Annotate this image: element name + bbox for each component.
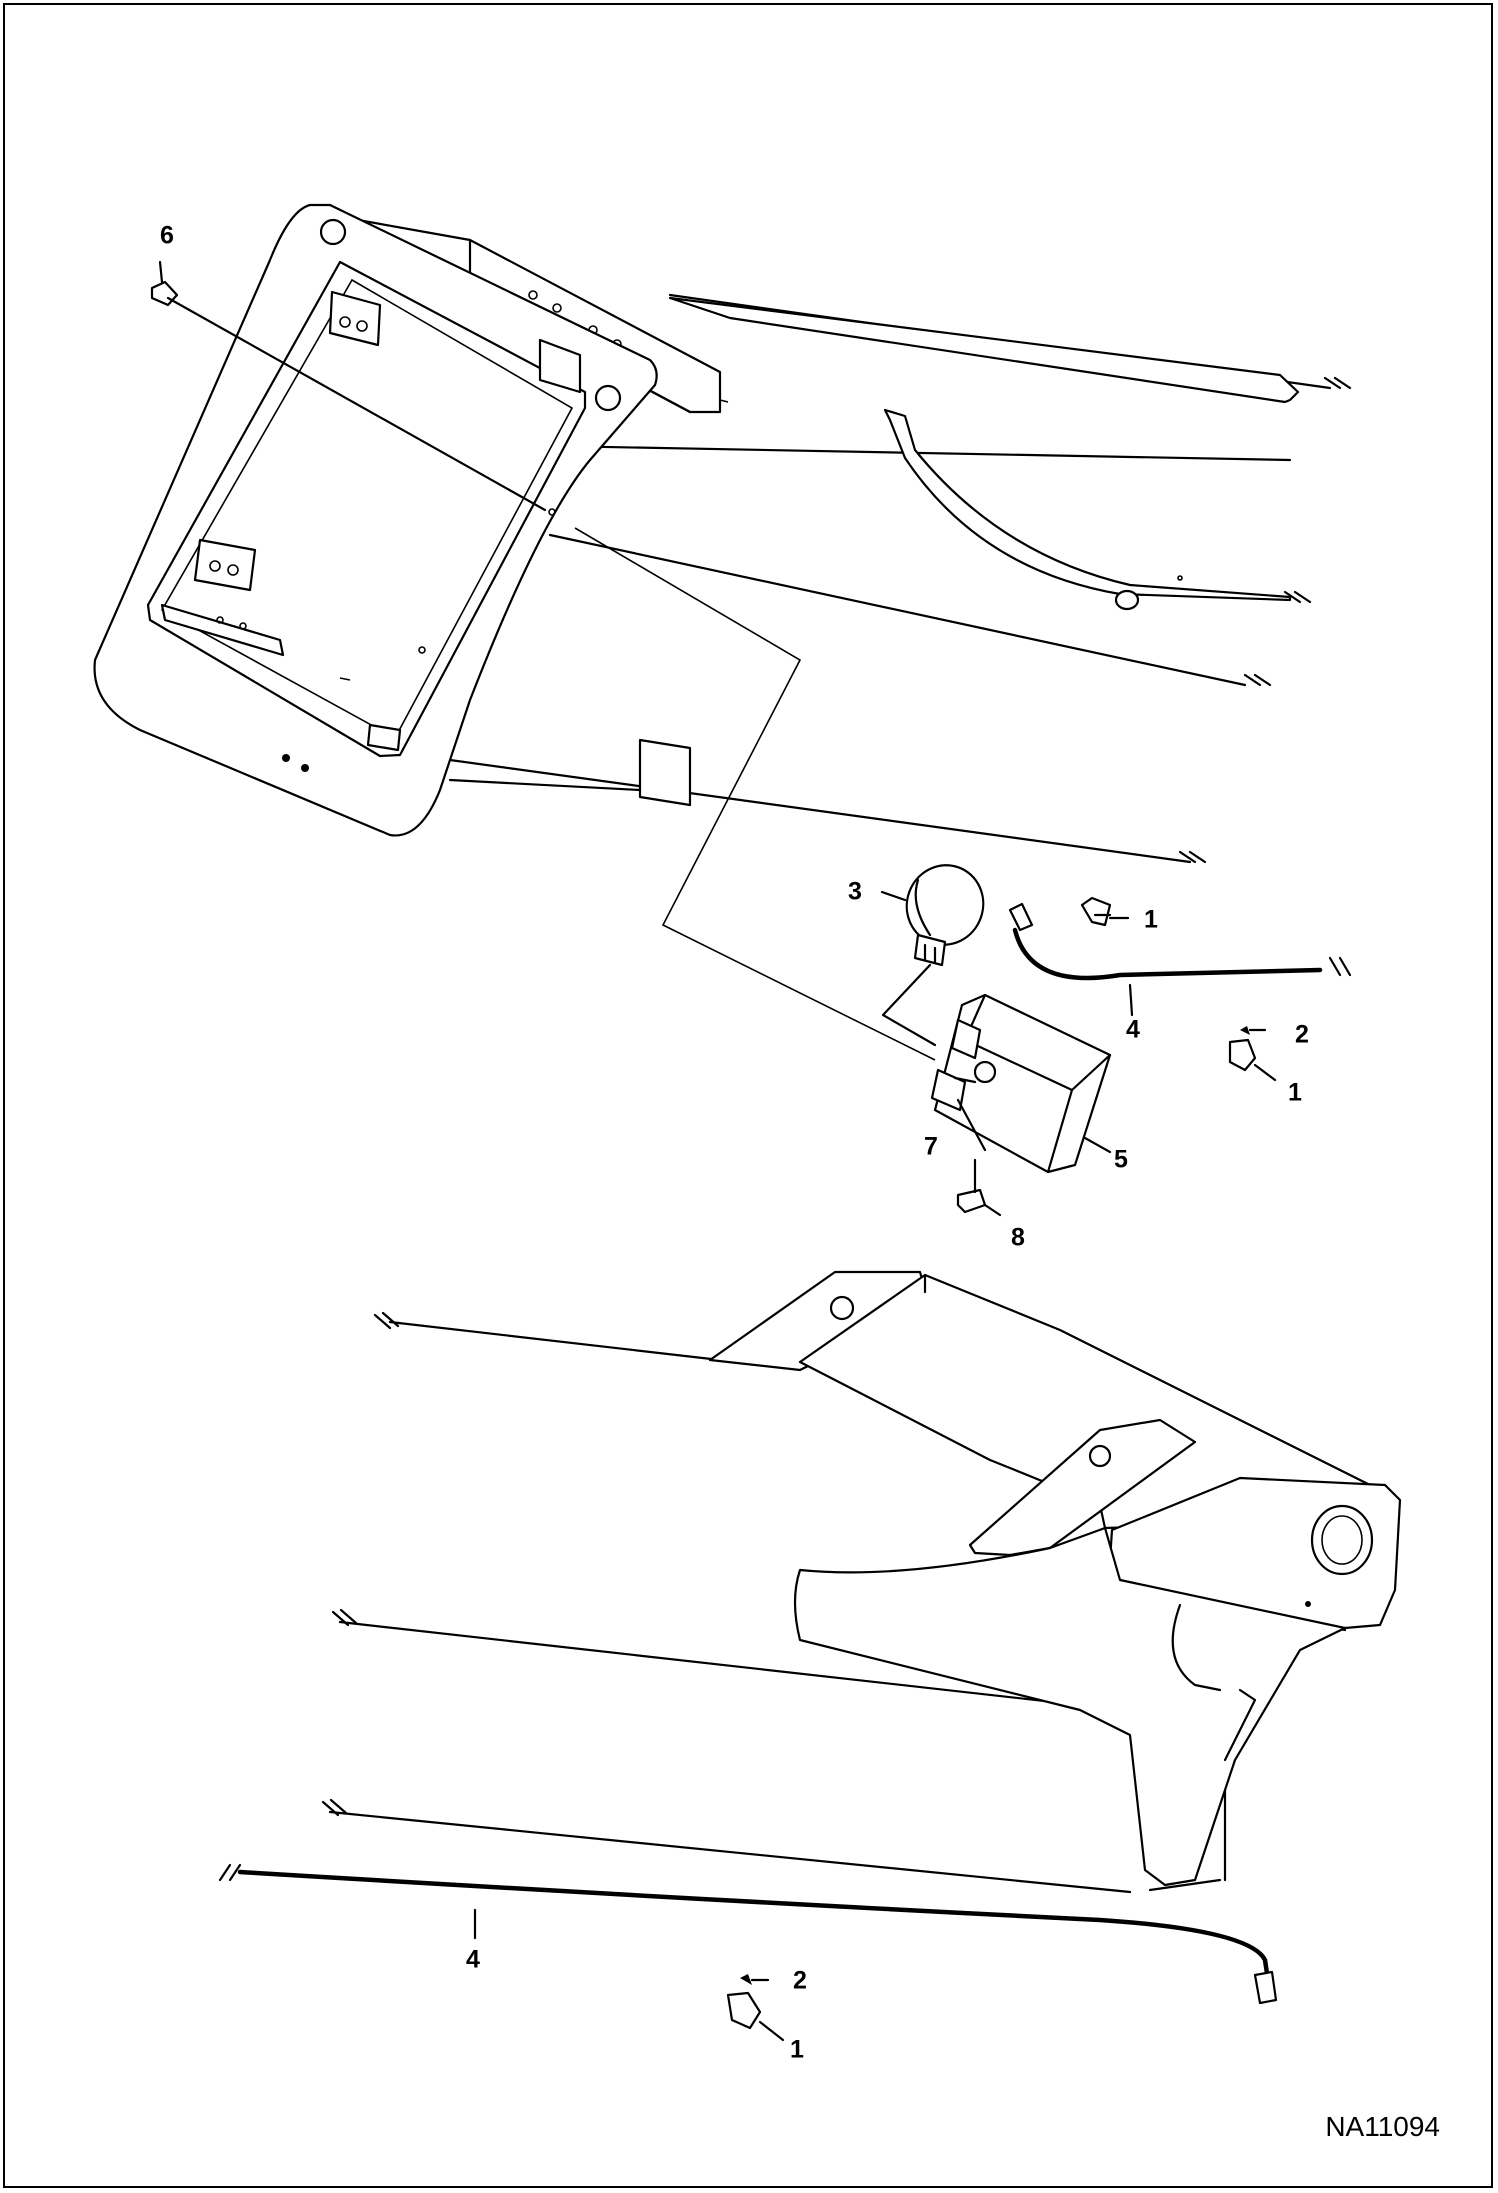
mounting-plate [93, 203, 658, 837]
tie-2-lower [740, 1974, 770, 1985]
callout-7: 7 [924, 1132, 938, 1161]
callout-1: 1 [1144, 905, 1158, 934]
cable-clip-1-mid [1228, 1038, 1277, 1082]
callout-2: 2 [793, 1966, 807, 1995]
wire-harness-4-upper [1008, 902, 1352, 1017]
callout-4: 4 [1126, 1015, 1140, 1044]
callout-2: 2 [1295, 1020, 1309, 1049]
alarm-horn-3 [880, 864, 985, 1047]
callout-6: 6 [160, 221, 174, 250]
callout-1: 1 [790, 2035, 804, 2064]
callout-5: 5 [1114, 1145, 1128, 1174]
assembly-leader-line [574, 527, 936, 1061]
callout-4: 4 [466, 1945, 480, 1974]
upper-frame-assembly [238, 293, 1352, 864]
tie-2-upper [1240, 1026, 1267, 1035]
wire-harness-4-lower [218, 1863, 1278, 2005]
bolt-6 [150, 260, 547, 512]
figure-reference: NA11094 [1325, 2111, 1440, 2142]
callout-1: 1 [1288, 1078, 1302, 1107]
control-module-5 [930, 993, 1112, 1174]
lift-arm-assembly [321, 1270, 1402, 1894]
callout-3: 3 [848, 877, 862, 906]
nut-8 [956, 1158, 1002, 1217]
callout-8: 8 [1011, 1223, 1025, 1252]
cable-clip-1-lower [726, 1991, 785, 2042]
cable-clip-1-upper [1080, 896, 1112, 927]
